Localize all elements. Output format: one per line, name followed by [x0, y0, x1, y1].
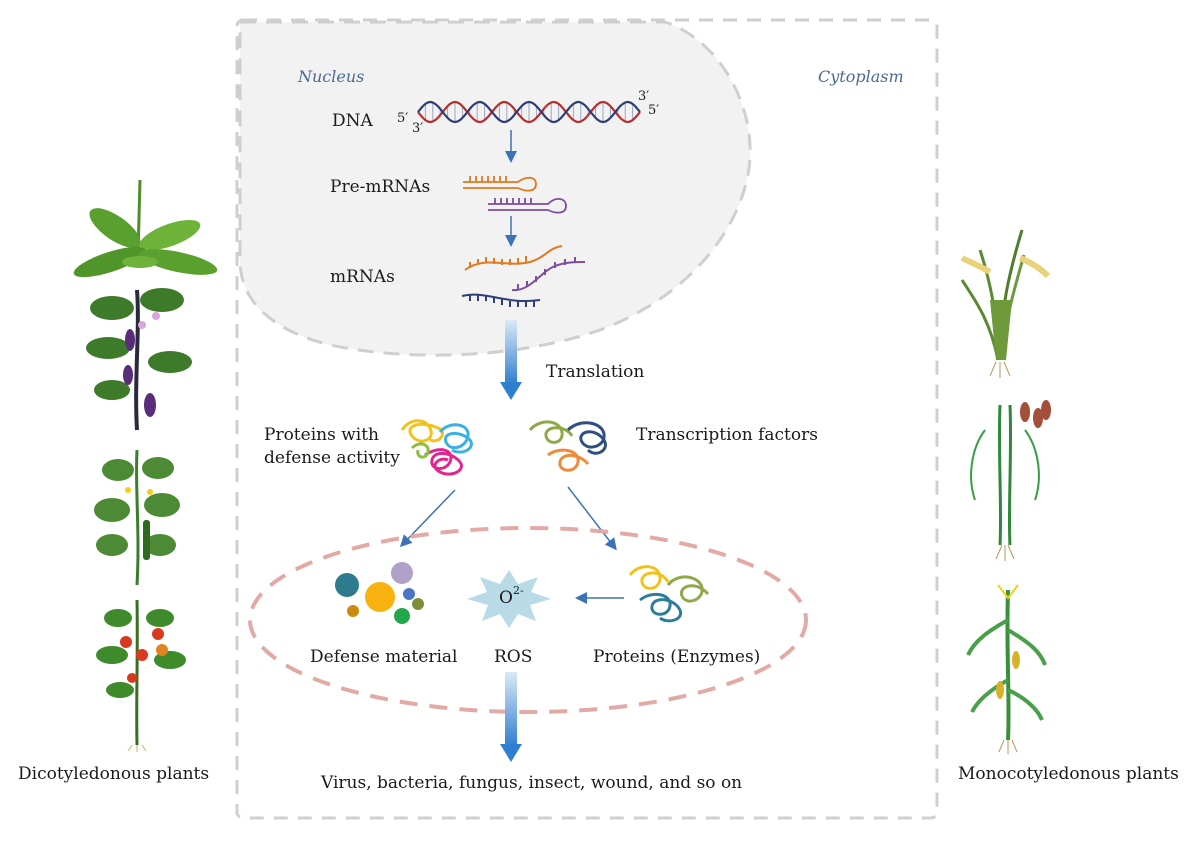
dna-end-right-top: 3′ [638, 89, 649, 104]
defense-protein-tangle-icon [400, 419, 473, 476]
transcription-factor-tangle-icon [528, 420, 607, 472]
dna-end-left-top: 5′ [397, 111, 408, 126]
rice-plant-icon [960, 229, 1051, 378]
arrow-tf-to-enzymes [567, 486, 617, 551]
arrow-defense-to-material [399, 489, 456, 548]
nucleus-label: Nucleus [297, 67, 364, 86]
pre-mrna-orange-icon [463, 176, 537, 192]
sorghum-plant-icon [970, 400, 1051, 561]
dicot-plants-illustration [73, 179, 218, 752]
pre-mrna-purple-icon [488, 198, 567, 214]
cell-boundary [235, 18, 939, 820]
defense-proteins-label-2: defense activity [264, 448, 400, 468]
ros-label: ROS [494, 647, 532, 667]
transcription-factors-label: Transcription factors [636, 425, 818, 445]
dna-end-right-bottom: 5′ [648, 103, 659, 118]
eggplant-plant-icon [86, 288, 192, 431]
monocot-plants-label: Monocotyledonous plants [958, 764, 1179, 784]
enzyme-tangle-icon [628, 565, 710, 623]
translation-arrow-head [500, 382, 522, 400]
defense-response-ellipse [248, 526, 808, 714]
pre-mrnas-label: Pre-mRNAs [330, 177, 430, 197]
dna-end-left-bottom: 3′ [412, 121, 423, 136]
defense-material-label: Defense material [310, 647, 457, 667]
defense-proteins-label-1: Proteins with [264, 425, 379, 445]
threat-arrow-shaft [505, 672, 517, 746]
monocot-plants-illustration [960, 229, 1051, 754]
dna-helix-icon [417, 100, 641, 124]
ros-superscript: 2- [513, 584, 524, 597]
defense-material-icon [335, 562, 424, 624]
threats-label: Virus, bacteria, fungus, insect, wound, … [320, 773, 742, 793]
mrna-strands-icon [461, 245, 586, 307]
dna-label: DNA [332, 111, 374, 131]
threat-arrow-head [500, 744, 522, 762]
translation-label: Translation [546, 362, 644, 382]
mrnas-label: mRNAs [330, 267, 395, 287]
ros-starburst-icon [467, 570, 551, 628]
cucumber-plant-icon [94, 449, 180, 586]
cytoplasm-label: Cytoplasm [818, 67, 904, 86]
dicot-plants-label: Dicotyledonous plants [18, 764, 209, 784]
maize-plant-icon [966, 584, 1047, 754]
tomato-plant-icon [96, 599, 186, 752]
rosette-plant-icon [73, 179, 218, 278]
translation-arrow-shaft [505, 320, 517, 384]
enzymes-label: Proteins (Enzymes) [593, 647, 760, 667]
ros-symbol: O [499, 588, 513, 608]
